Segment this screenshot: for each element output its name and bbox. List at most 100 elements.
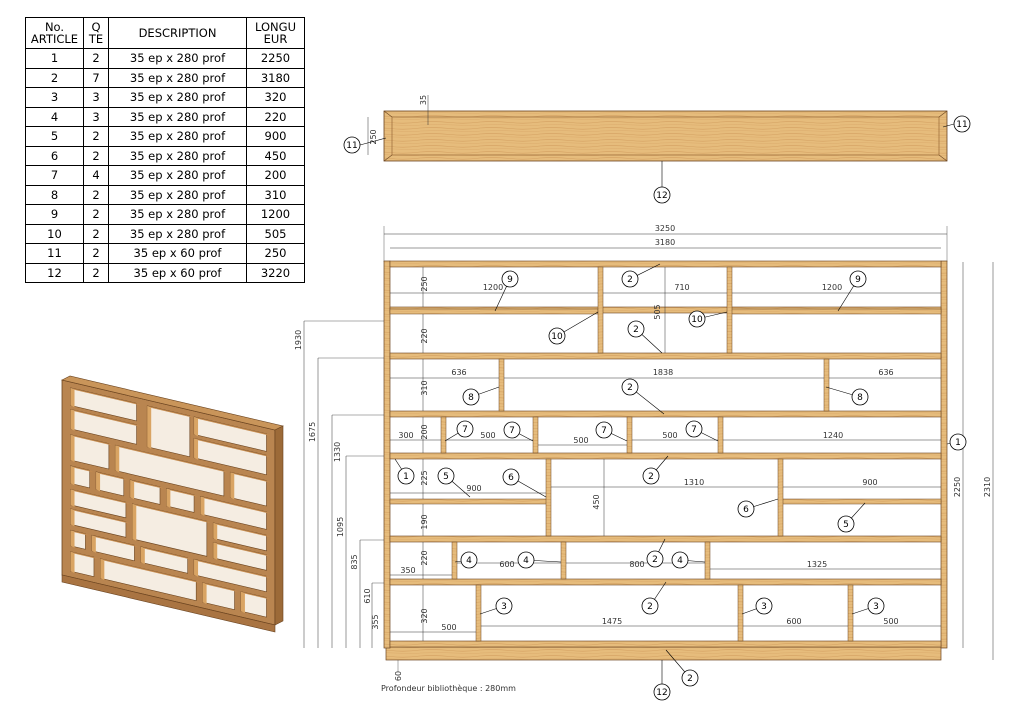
cell-length: 1200: [246, 204, 305, 225]
balloon-b7c: [595, 421, 613, 439]
partition-5: [440, 416, 447, 454]
balloon-b3c: [867, 597, 885, 615]
shelf-7: [389, 578, 942, 586]
cell-length: 3220: [246, 262, 305, 283]
lh-1330: 1330: [333, 442, 342, 462]
dim-r7-h: 220: [420, 550, 429, 565]
dim-r7-w2: 600: [499, 560, 514, 569]
cell-length: 310: [246, 184, 305, 205]
balloon-label-b2_mid: 2: [633, 325, 639, 335]
top-view-inner: [391, 116, 940, 156]
dim-r3-h: 310: [420, 380, 429, 395]
iso-right-face: [274, 425, 284, 626]
dim-r1-w3: 1200: [822, 283, 842, 292]
plinth: [385, 646, 942, 661]
balloon-label-b10b: 10: [691, 315, 703, 325]
top-balloon-bottom: 12: [656, 191, 667, 201]
balloon-label-b7b: 7: [509, 426, 515, 436]
cell-description: 35 ep x 280 prof: [108, 87, 247, 108]
balloon-b3a: [495, 597, 513, 615]
shelf-3: [389, 352, 942, 360]
cell-description: 35 ep x 280 prof: [108, 165, 247, 186]
dim-r8-w3: 600: [786, 617, 801, 626]
balloon-label-b4a: 4: [466, 556, 472, 566]
balloon-label-b6a: 6: [508, 473, 514, 483]
partition-1: [597, 266, 604, 354]
balloon-label-b3a: 3: [501, 602, 507, 612]
balloon-b10a: [548, 327, 566, 345]
header-description: DESCRIPTION: [108, 17, 247, 49]
inner-dims: 250 1200 710 1200 220 505 310 636 1838 6…: [398, 276, 898, 632]
balloon-b4b: [517, 551, 535, 569]
dim-height-right: 2250: [953, 477, 962, 497]
partition-4: [823, 358, 830, 412]
dim-r1-h: 250: [420, 276, 429, 291]
shelf-1: [389, 260, 942, 268]
lh-1930: 1930: [294, 330, 303, 350]
dim-r8-w2: 1475: [602, 617, 622, 626]
balloon-label-b2_top: 2: [627, 275, 633, 285]
dim-r8-w1: 500: [441, 623, 456, 632]
balloon-b8a: [462, 388, 480, 406]
balloon-label-b4b: 4: [523, 556, 529, 566]
dim-r7-w3: 800: [629, 560, 644, 569]
cell-length: 2250: [246, 48, 305, 69]
partition-15: [737, 584, 744, 642]
balloon-b1_left: [397, 467, 415, 485]
cell-length: 3180: [246, 67, 305, 88]
balloon-label-b3c: 3: [873, 602, 879, 612]
balloon-label-b5b: 5: [843, 520, 849, 530]
lh-1675: 1675: [308, 422, 317, 442]
dim-r4-w2: 500: [480, 431, 495, 440]
partition-16: [847, 584, 854, 642]
dim-r3-w2: 1838: [653, 368, 673, 377]
balloon-b5a: [437, 467, 455, 485]
top-balloon-right: 11: [956, 120, 967, 130]
balloon-b4a: [460, 551, 478, 569]
dim-r1-w2: 710: [674, 283, 689, 292]
balloon-label-b7d: 7: [691, 425, 697, 435]
iso-cells: [70, 387, 271, 618]
partition-14: [475, 584, 482, 642]
shelf-5: [389, 452, 942, 460]
balloon-b2_r5: [642, 467, 660, 485]
balloon-label-b1: 1: [955, 438, 961, 448]
dim-width-inner: 3180: [655, 238, 675, 247]
partition-9: [545, 458, 552, 537]
top-dim-depth: 250: [369, 129, 378, 144]
cell-length: 220: [246, 106, 305, 127]
shelf-sub-right: [730, 308, 942, 315]
top-balloon-left: 11: [346, 141, 357, 151]
balloon-label-b2_r8: 2: [647, 602, 653, 612]
top-dim-thickness: 35: [419, 95, 428, 105]
balloon-label-b2_r3: 2: [627, 383, 633, 393]
cell-quantity: 2: [83, 262, 109, 283]
dim-height-total: 2310: [983, 477, 992, 497]
lh-835: 835: [350, 554, 359, 569]
cell-length: 200: [246, 165, 305, 186]
dim-r4-w3: 500: [573, 436, 588, 445]
dim-r4-w1: 300: [398, 431, 413, 440]
balloon-b2_bottom: [681, 669, 699, 687]
partition-6: [532, 416, 539, 454]
partition-3: [498, 358, 505, 412]
dim-r4-h: 200: [420, 424, 429, 439]
side-right: [940, 260, 948, 649]
shelf-8: [389, 640, 942, 648]
dim-r5-450: 450: [592, 494, 601, 509]
balloon-label-b7a: 7: [462, 425, 468, 435]
dim-r2-505: 505: [653, 304, 662, 319]
dim-r5-w3: 900: [862, 478, 877, 487]
balloon-b6b: [737, 500, 755, 518]
dim-r4-w4: 500: [662, 431, 677, 440]
balloon-label-b2_r5: 2: [648, 472, 654, 482]
balloon-b2_r8: [641, 597, 659, 615]
balloon-b7d: [685, 420, 703, 438]
balloon-label-b2_r7: 2: [652, 555, 658, 565]
